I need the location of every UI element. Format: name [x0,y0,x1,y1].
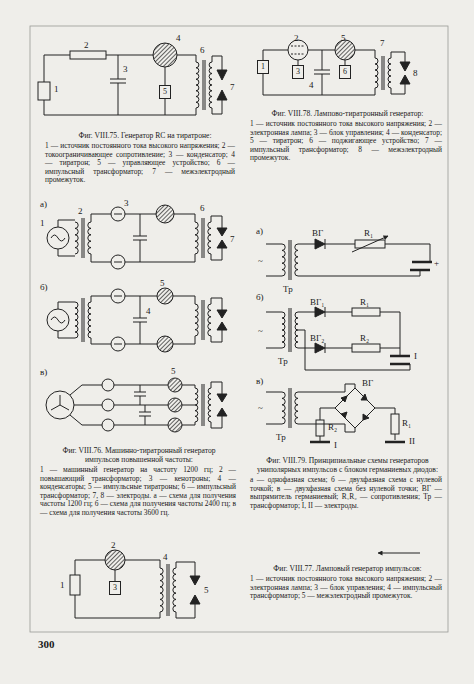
callout-number: 4 [146,306,151,316]
callout-number: 7 [380,38,385,48]
callout-number: 3 [123,64,128,74]
transformer-winding [375,58,378,88]
transformer-winding [295,244,298,276]
transformer-winding [282,312,285,348]
callout-number: б) [40,282,48,292]
page-frame [30,26,448,632]
caption-text: а — однофазная схема; б — двухфазная схе… [250,476,442,510]
callout-number: + [434,258,439,268]
callout-number: R₂ [360,333,369,343]
callout-number: 6 [200,203,205,213]
block-number: 1 [258,62,268,71]
transformer-winding [196,62,199,108]
transformer-winding [75,222,78,254]
transformer-winding [88,222,91,254]
callout-number: ~ [258,403,263,413]
callout-number: 1 [54,84,59,94]
callout-number: ~ [258,256,263,266]
callout-number: 2 [78,206,83,216]
transformer-winding [295,392,298,424]
callout-number: а) [40,199,47,209]
callout-number: ВГ [362,378,373,388]
callout-number: 5 [204,585,209,595]
callout-number: Тр [278,356,288,366]
callout-number: 2 [294,33,299,43]
callout-number: в) [40,367,47,377]
transformer-winding [195,222,198,254]
caption-heading: Фиг. VIII.75. Генератор RC на тиратроне: [55,132,235,141]
callout-number: 1 [60,580,65,590]
transformer-winding [295,312,298,348]
callout-number: 2 [111,540,116,550]
transformer-winding [208,304,211,336]
callout-number: 3 [124,198,129,208]
block-number: 5 [160,87,170,96]
callout-number: 7 [230,82,235,92]
page-number: 300 [38,638,55,650]
caption-text: 1 — источник постоянного тока высокого н… [45,142,235,185]
callout-number: Тр [283,284,293,294]
callout-number: R₂ [328,422,337,432]
transformer-winding [160,568,163,612]
callout-number: II [409,436,415,446]
transformer-winding [208,388,211,422]
callout-number: ВГ₂ [310,333,324,343]
callout-number: 7 [230,234,235,244]
caption-text: 1 — источник постоянного тока высокого н… [250,120,442,163]
control-block: 3 [109,581,121,595]
callout-number: Тр [276,432,286,442]
control-block: 1 [257,60,269,74]
control-block: 6 [339,65,351,79]
callout-number: ВГ [312,228,323,238]
transformer-winding [208,222,211,254]
caption-heading: Фиг. VIII.76. Машинно-тиратронный генера… [45,447,233,464]
caption-text: 1 — машинный генератор на частоту 1200 г… [40,466,236,517]
callout-number: 5 [160,278,165,288]
transformer-winding [282,244,285,276]
caption-heading: Фиг. VIII.79. Принципиальные схемы генер… [255,457,440,474]
callout-number: I [414,351,417,361]
callout-number: R₁ [402,418,411,428]
callout-number: R₁ [364,228,373,238]
block-number: 3 [293,67,303,76]
caption-heading: Фиг. VIII.78. Лампово-тиратронный генера… [255,110,440,119]
transformer-winding [282,392,285,424]
control-block: 3 [292,65,304,79]
callout-number: 6 [200,45,205,55]
caption-heading: Фиг. VIII.77. Ламповый генератор импульс… [255,565,440,574]
callout-number: I [334,440,337,450]
transformer-winding [195,304,198,336]
callout-number: б) [256,292,264,302]
callout-number: 5 [341,33,346,43]
callout-number: 1 [40,218,45,228]
caption-text: 1 — источник постоянного тока высокого н… [250,575,442,601]
transformer-winding [88,302,91,338]
callout-number: 5 [171,366,176,376]
callout-number: 8 [413,68,418,78]
transformer-winding [75,302,78,338]
callout-number: в) [256,376,263,386]
transformer-winding [388,58,391,88]
transformer-winding [195,388,198,422]
transformer-winding [173,568,176,612]
control-block: 5 [159,85,171,99]
callout-number: 2 [84,40,89,50]
callout-number: а) [256,226,263,236]
callout-number: 4 [176,33,181,43]
callout-number: ВГ₁ [310,297,324,307]
callout-number: 4 [309,80,314,90]
callout-number: ~ [258,326,263,336]
transformer-winding [209,62,212,108]
block-number: 6 [340,67,350,76]
callout-number: 4 [163,552,168,562]
block-number: 3 [110,583,120,592]
callout-number: R₁ [360,297,369,307]
